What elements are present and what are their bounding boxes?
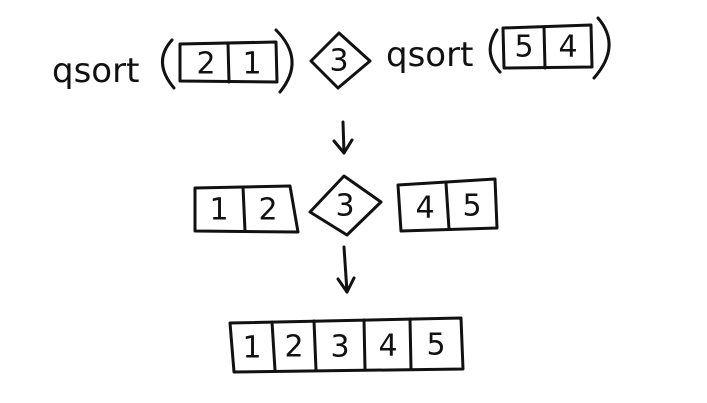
array-box — [396, 177, 499, 233]
right-close-paren — [592, 16, 611, 80]
array-cell: 5 — [426, 328, 445, 363]
right-qsort-call: qsort 5 4 — [386, 16, 611, 80]
array-cell: 2 — [284, 330, 303, 365]
left-close-paren — [274, 28, 294, 94]
left-sorted-array: 1 2 — [193, 184, 300, 234]
left-call-array: 2 1 — [178, 40, 279, 84]
left-open-paren — [161, 38, 176, 90]
array-cell: 5 — [462, 189, 481, 224]
cell-divider — [241, 185, 247, 233]
arrow-head — [336, 276, 356, 294]
cell-divider — [362, 318, 367, 371]
cell-divider — [542, 25, 547, 70]
array-cell: 4 — [378, 329, 397, 364]
array-cell: 4 — [558, 30, 577, 65]
cell-divider — [444, 181, 451, 231]
arrow-shaft — [341, 120, 346, 155]
arrow-shaft — [342, 245, 349, 294]
array-box — [178, 40, 279, 84]
array-cell: 1 — [209, 193, 228, 228]
array-cell: 3 — [330, 330, 349, 365]
pivot-value: 3 — [335, 189, 354, 224]
final-sorted-array: 1 2 3 4 5 — [228, 316, 465, 374]
left-qsort-call: qsort 2 1 — [52, 28, 294, 94]
down-arrow-1 — [332, 120, 354, 155]
array-cell: 1 — [242, 331, 261, 366]
diamond-shape — [308, 174, 383, 237]
array-cell: 1 — [242, 47, 261, 82]
array-cell: 4 — [415, 191, 434, 226]
cell-divider — [408, 317, 413, 371]
array-cell: 2 — [258, 193, 277, 228]
pivot-diamond-top: 3 — [309, 31, 372, 90]
right-qsort-label: qsort — [386, 35, 473, 75]
cell-divider — [312, 319, 318, 372]
pivot-diamond-middle: 3 — [308, 174, 383, 237]
array-box — [193, 184, 300, 234]
diamond-shape — [309, 31, 372, 90]
array-cell: 5 — [514, 30, 533, 65]
array-cell: 2 — [196, 47, 215, 82]
left-qsort-label: qsort — [52, 51, 139, 91]
right-sorted-array: 4 5 — [396, 177, 499, 233]
arrow-head — [332, 138, 354, 155]
pivot-value: 3 — [329, 44, 348, 79]
cell-divider — [226, 41, 231, 84]
cell-divider — [270, 320, 277, 372]
array-box — [228, 316, 465, 374]
right-call-array: 5 4 — [501, 23, 594, 70]
array-box — [501, 23, 594, 70]
down-arrow-2 — [336, 245, 356, 294]
right-open-paren — [488, 28, 502, 74]
